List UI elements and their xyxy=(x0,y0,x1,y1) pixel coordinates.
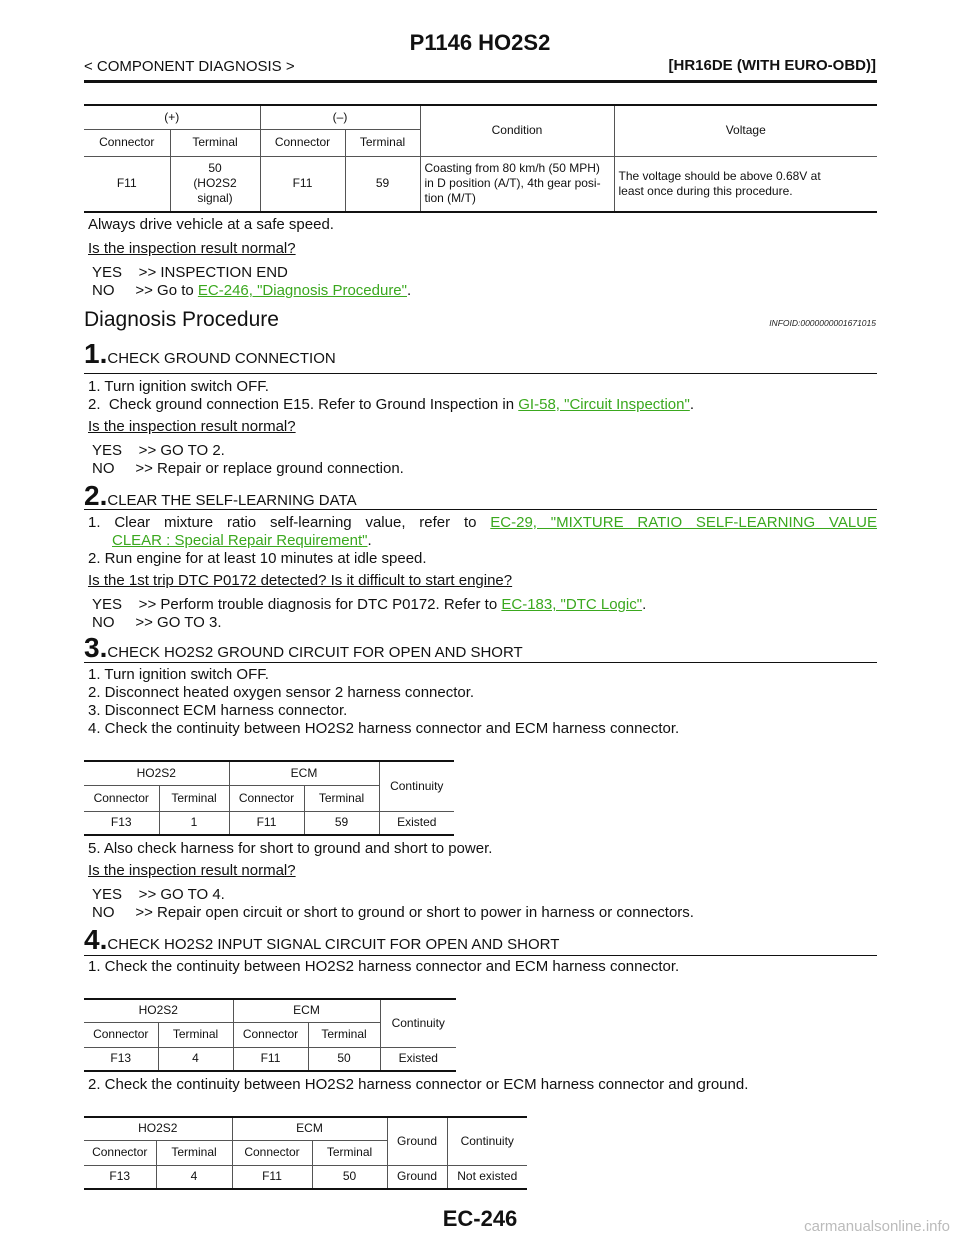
answer-yes: YES >> GO TO 2. xyxy=(92,442,225,459)
step-1-line: 1. Turn ignition switch OFF. xyxy=(88,378,269,395)
col-plus: (+) xyxy=(84,105,261,130)
table-cell: Not existed xyxy=(457,1169,518,1184)
question: Is the inspection result normal? xyxy=(88,862,296,879)
section-title: Diagnosis Procedure xyxy=(84,308,279,331)
model-label: [HR16DE (WITH EURO-OBD)] xyxy=(668,57,877,74)
col-connector: Connector xyxy=(84,129,171,157)
diagnosis-procedure-link[interactable]: EC-246, "Diagnosis Procedure" xyxy=(197,282,407,299)
answer-no: NO >> Repair open circuit or short to gr… xyxy=(92,904,694,921)
step-3-line: 5. Also check harness for short to groun… xyxy=(88,840,493,857)
answer-yes: YES >> Perform trouble diagnosis for DTC… xyxy=(92,596,647,613)
col-terminal: Terminal xyxy=(170,129,261,157)
table-cell: 50 xyxy=(308,1047,381,1071)
step-3-line: 3. Disconnect ECM harness connector. xyxy=(88,702,348,719)
step-1-line: 2. Check ground connection E15. Refer to… xyxy=(88,396,694,413)
table-cell: F13 xyxy=(84,811,160,835)
table-cell: 4 xyxy=(156,1165,233,1189)
breadcrumb: < COMPONENT DIAGNOSIS > xyxy=(84,58,295,75)
col-connector: Connector xyxy=(260,129,346,157)
table-cell: 59 xyxy=(304,811,380,835)
col-terminal: Terminal xyxy=(345,129,421,157)
question: Is the 1st trip DTC P0172 detected? Is i… xyxy=(88,572,513,589)
cell-terminal: 59 xyxy=(345,156,421,212)
table-cell: 1 xyxy=(159,811,230,835)
table-cell: Existed xyxy=(398,1051,438,1066)
cell-connector: F11 xyxy=(84,156,171,212)
table-cell: F13 xyxy=(84,1047,159,1071)
answer-no: NO >> Repair or replace ground connectio… xyxy=(92,460,404,477)
circuit-inspection-link[interactable]: GI-58, "Circuit Inspection" xyxy=(518,396,690,413)
step-4-line: 1. Check the continuity between HO2S2 ha… xyxy=(88,958,680,975)
table-cell: 4 xyxy=(158,1047,234,1071)
table-cell: F11 xyxy=(229,811,305,835)
cell-terminal: 50(HO2S2 signal) xyxy=(170,156,261,212)
col-condition: Condition xyxy=(420,105,615,157)
step-3-line: 2. Disconnect heated oxygen sensor 2 har… xyxy=(88,684,475,701)
self-learning-link[interactable]: EC-29, "MIXTURE RATIO SELF-LEARNING VALU… xyxy=(490,514,877,531)
step-2-heading: 2.CLEAR THE SELF-LEARNING DATA xyxy=(84,480,877,511)
table-cell: Existed xyxy=(397,815,437,830)
step-2-line-cont: CLEAR : Special Repair Requirement". xyxy=(112,532,372,549)
answer-no: NO >> Go to EC-246, "Diagnosis Procedure… xyxy=(92,282,412,299)
page-number: EC-246 xyxy=(442,1206,518,1231)
continuity-table: HO2S2 ECM Continuity Connector Terminal … xyxy=(84,998,456,1072)
self-learning-link[interactable]: CLEAR : Special Repair Requirement" xyxy=(112,532,368,549)
voltage-table: (+) (–) Condition Voltage Connector Term… xyxy=(84,104,877,213)
col-minus: (–) xyxy=(260,105,421,130)
page-title: P1146 HO2S2 xyxy=(409,30,551,55)
step-1-heading: 1.CHECK GROUND CONNECTION xyxy=(84,338,877,374)
col-voltage: Voltage xyxy=(614,105,877,157)
step-3-line: 4. Check the continuity between HO2S2 ha… xyxy=(88,720,680,737)
table-cell: F13 xyxy=(84,1165,157,1189)
cell-connector: F11 xyxy=(260,156,346,212)
cell-condition: Coasting from 80 km/h (50 MPH)in D posit… xyxy=(420,156,615,212)
watermark: carmanualsonline.info xyxy=(804,1218,950,1235)
step-3-line: 1. Turn ignition switch OFF. xyxy=(88,666,269,683)
continuity-table: HO2S2 ECM Continuity Connector Terminal … xyxy=(84,760,454,836)
answer-no: NO >> GO TO 3. xyxy=(92,614,222,631)
step-4-heading: 4.CHECK HO2S2 INPUT SIGNAL CIRCUIT FOR O… xyxy=(84,924,877,956)
table-cell: F11 xyxy=(232,1165,313,1189)
table-cell: 50 xyxy=(312,1165,388,1189)
question: Is the inspection result normal? xyxy=(88,418,296,435)
table-cell: Ground xyxy=(387,1165,448,1189)
dtc-logic-link[interactable]: EC-183, "DTC Logic" xyxy=(501,596,643,613)
step-3-heading: 3.CHECK HO2S2 GROUND CIRCUIT FOR OPEN AN… xyxy=(84,632,877,663)
step-4-line: 2. Check the continuity between HO2S2 ha… xyxy=(88,1076,749,1093)
answer-yes: YES >> INSPECTION END xyxy=(92,264,288,281)
ground-continuity-table: HO2S2 ECM Ground Continuity Connector Te… xyxy=(84,1116,527,1190)
safety-note: Always drive vehicle at a safe speed. xyxy=(88,216,334,233)
table-cell: F11 xyxy=(233,1047,309,1071)
step-2-line: 1. Clear mixture ratio self-learning val… xyxy=(88,514,877,531)
info-id: INFOID:0000000001671015 xyxy=(769,318,876,328)
answer-yes: YES >> GO TO 4. xyxy=(92,886,225,903)
question: Is the inspection result normal? xyxy=(88,240,296,257)
header-rule xyxy=(84,80,877,83)
step-2-line: 2. Run engine for at least 10 minutes at… xyxy=(88,550,427,567)
